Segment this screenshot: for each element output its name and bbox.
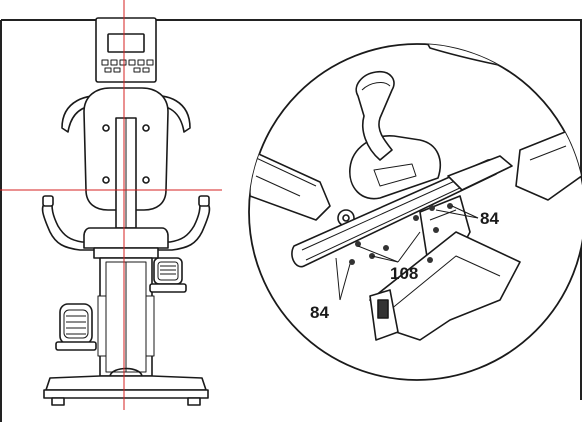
right-pedal <box>149 257 187 293</box>
callout-108: 108 <box>390 264 418 283</box>
callout-84-bottom: 84 <box>310 303 329 322</box>
callout-leaders <box>335 205 479 301</box>
alignment-crosshair <box>0 0 222 410</box>
detail-view: 84 108 84 <box>248 43 582 381</box>
base <box>45 375 207 391</box>
console-buttons <box>101 59 154 73</box>
callout-84-top: 84 <box>480 209 499 228</box>
left-pedal <box>55 303 97 351</box>
bike-front-view <box>41 17 211 406</box>
seat <box>83 227 169 249</box>
bolts <box>349 203 453 265</box>
console <box>95 17 157 83</box>
